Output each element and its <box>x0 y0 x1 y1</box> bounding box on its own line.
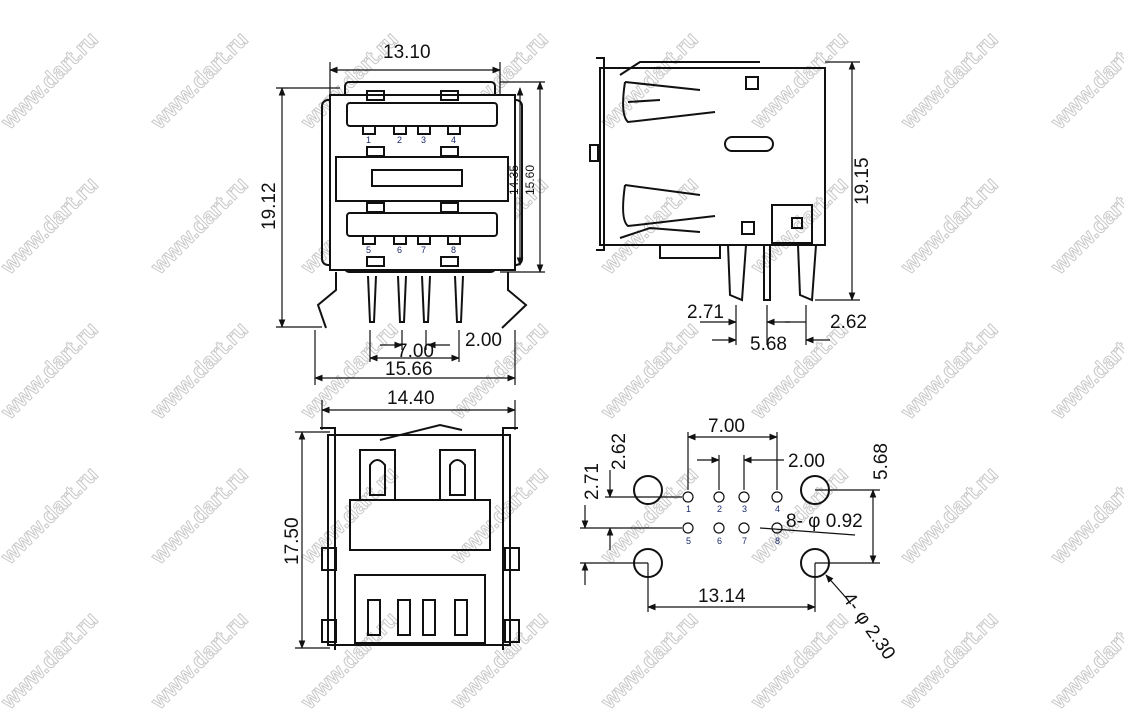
watermark-text: www.dart.ru <box>895 607 1003 715</box>
pin-label: 7 <box>421 245 426 255</box>
watermark-text: www.dart.ru <box>1045 172 1124 280</box>
dim-front-inner-height: 14.35 <box>507 165 521 195</box>
watermark-text: www.dart.ru <box>595 462 703 570</box>
dim-fp-pin-pitch: 2.00 <box>788 451 825 472</box>
dim-fp-mount-vertical: 5.68 <box>871 443 892 480</box>
watermark-text: www.dart.ru <box>295 607 403 715</box>
dim-rear-width: 14.40 <box>387 388 435 409</box>
watermark-text: www.dart.ru <box>145 27 253 135</box>
dim-side-a: 2.71 <box>687 302 724 323</box>
dim-fp-mount-horizontal: 13.14 <box>698 586 746 607</box>
front-view: 1 2 3 4 5 6 7 8 13.10 19.12 14.35 15.60 … <box>259 42 545 385</box>
watermark-text: www.dart.ru <box>895 172 1003 280</box>
watermark-text: www.dart.ru <box>1045 462 1124 570</box>
watermark-text: www.dart.ru <box>445 462 553 570</box>
dim-rear-height: 17.50 <box>282 517 303 565</box>
watermark-text: www.dart.ru <box>0 607 103 715</box>
watermark-text: www.dart.ru <box>145 172 253 280</box>
dim-front-height: 19.12 <box>259 182 280 230</box>
dim-fp-pin-hole: 8- φ 0.92 <box>786 511 863 532</box>
pin-label: 8 <box>775 536 780 546</box>
front-contacts <box>362 90 461 267</box>
dim-front-pin-span: 7.00 <box>397 341 434 362</box>
dim-side-c: 2.62 <box>830 312 867 333</box>
pin-label: 8 <box>451 245 456 255</box>
dim-front-pin-pitch: 2.00 <box>465 330 502 351</box>
pin-label: 6 <box>717 536 722 546</box>
watermark-text: www.dart.ru <box>595 27 703 135</box>
pin-label: 1 <box>366 135 371 145</box>
pin-label: 6 <box>397 245 402 255</box>
pin-label: 3 <box>421 135 426 145</box>
dim-side-b: 5.68 <box>750 334 787 355</box>
watermark-layer: www.dart.ru www.dart.ru www.dart.ru www.dar… <box>0 26 1124 715</box>
watermark-text: www.dart.ru <box>1045 607 1124 715</box>
rear-view: 14.40 17.50 <box>282 388 520 650</box>
watermark-text: www.dart.ru <box>745 607 853 715</box>
watermark-text: www.dart.ru <box>895 462 1003 570</box>
pin-label: 7 <box>742 536 747 546</box>
watermark-text: www.dart.ru <box>0 462 103 570</box>
watermark-text: www.dart.ru <box>0 317 103 425</box>
pin-label: 4 <box>451 135 456 145</box>
side-view: 19.15 2.71 5.68 2.62 <box>589 57 873 355</box>
pin-label: 5 <box>686 536 691 546</box>
pin-label: 4 <box>775 504 780 514</box>
dim-front-width: 13.10 <box>383 42 431 63</box>
watermark-text: www.dart.ru <box>145 462 253 570</box>
watermark-text: www.dart.ru <box>145 607 253 715</box>
pin-label: 3 <box>742 504 747 514</box>
dim-fp-offset-b: 2.71 <box>582 463 603 500</box>
watermark-text: www.dart.ru <box>745 27 853 135</box>
watermark-text: www.dart.ru <box>0 172 103 280</box>
watermark-text: www.dart.ru <box>595 317 703 425</box>
pin-label: 2 <box>397 135 402 145</box>
watermark-text: www.dart.ru <box>1045 27 1124 135</box>
pin-label: 1 <box>686 504 691 514</box>
dim-fp-offset-a: 2.62 <box>609 433 630 470</box>
watermark-text: www.dart.ru <box>895 27 1003 135</box>
pin-label: 2 <box>717 504 722 514</box>
watermark-text: www.dart.ru <box>445 607 553 715</box>
watermark-text: www.dart.ru <box>145 317 253 425</box>
dim-fp-pin-span: 7.00 <box>708 416 745 437</box>
dim-side-height: 19.15 <box>852 157 873 205</box>
dim-front-outer-height: 15.60 <box>523 165 537 195</box>
watermark-text: www.dart.ru <box>595 607 703 715</box>
dim-front-bottom-width: 15.66 <box>385 359 433 380</box>
watermark-text: www.dart.ru <box>1045 317 1124 425</box>
watermark-text: www.dart.ru <box>895 317 1003 425</box>
pin-label: 5 <box>366 245 371 255</box>
watermark-text: www.dart.ru <box>0 27 103 135</box>
